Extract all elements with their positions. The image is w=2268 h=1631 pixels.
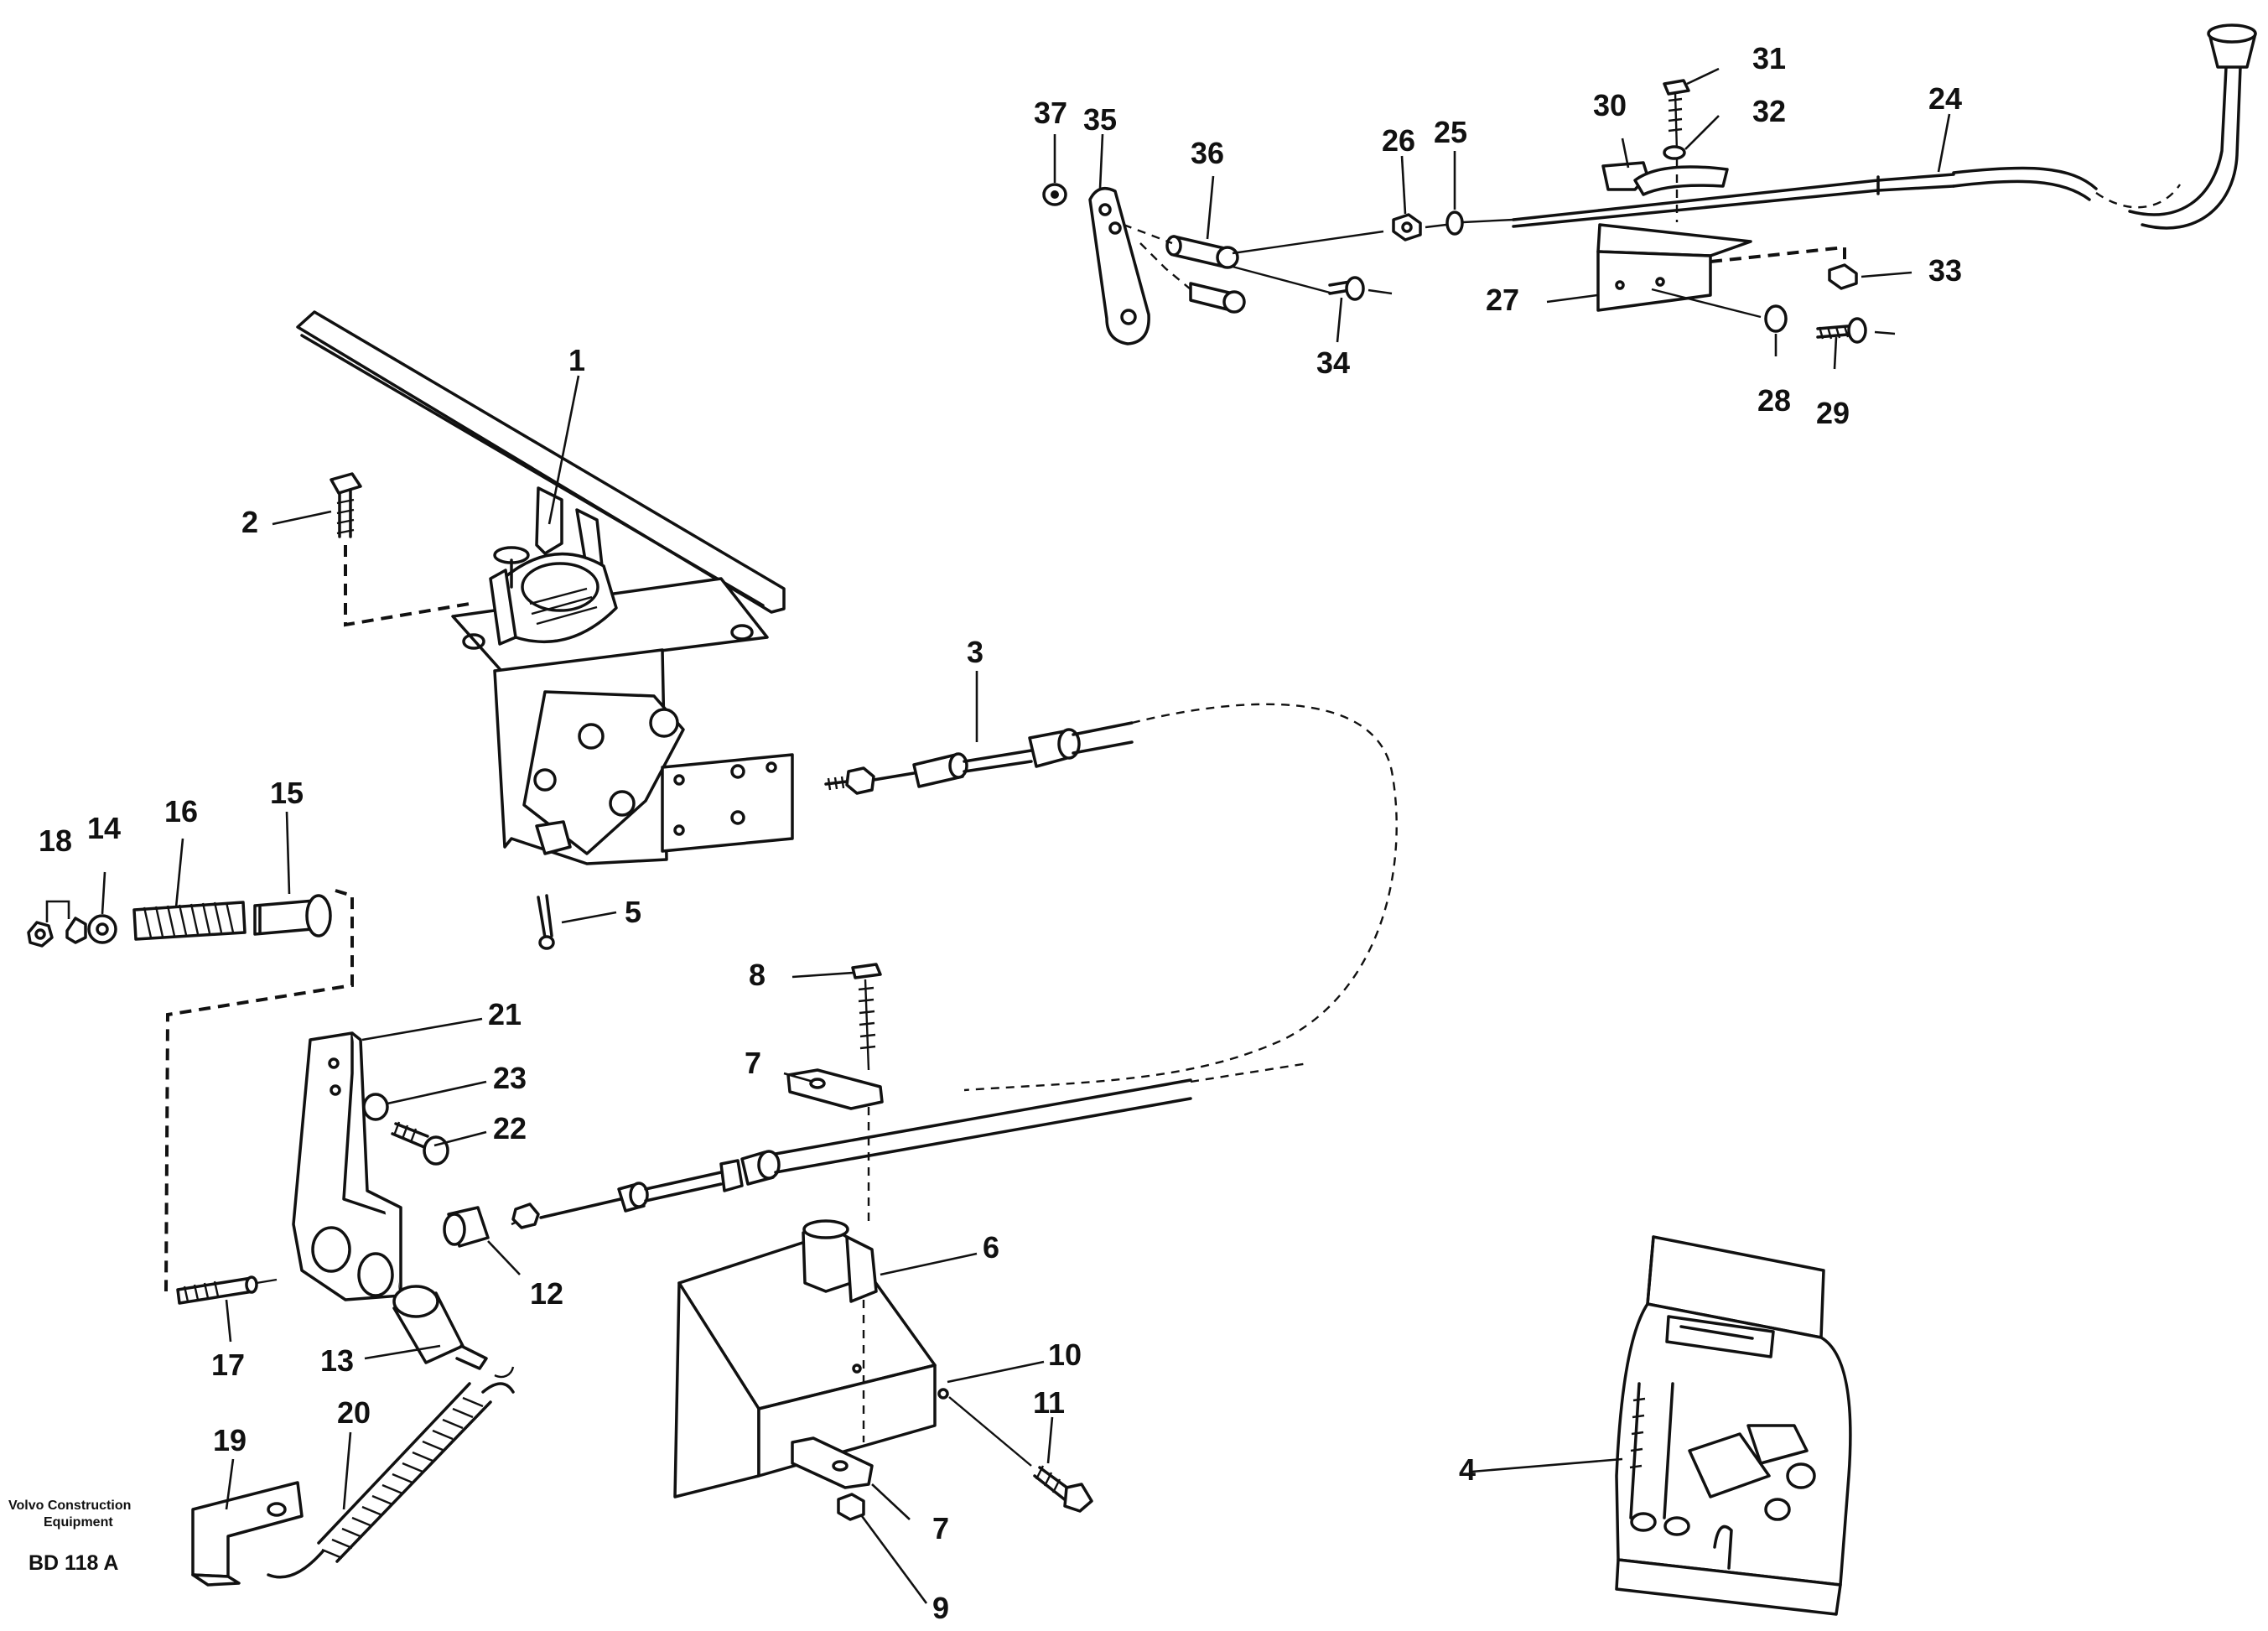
callout-24: 24 <box>1928 81 1962 116</box>
callout-7-upper: 7 <box>745 1046 761 1080</box>
callout-20: 20 <box>337 1395 371 1430</box>
callout-7-lower: 7 <box>932 1511 949 1545</box>
callout-6: 6 <box>983 1230 999 1265</box>
callout-2: 2 <box>241 505 258 539</box>
callout-12: 12 <box>530 1276 563 1311</box>
callout-13: 13 <box>320 1343 354 1378</box>
callout-30: 30 <box>1593 88 1627 122</box>
callout-25: 25 <box>1434 115 1467 149</box>
callout-4: 4 <box>1459 1452 1476 1487</box>
callout-32: 32 <box>1752 94 1786 128</box>
callout-28: 28 <box>1757 383 1791 418</box>
callout-29: 29 <box>1816 396 1850 430</box>
callout-35: 35 <box>1083 102 1117 137</box>
callout-19: 19 <box>213 1423 247 1457</box>
callout-34: 34 <box>1316 345 1350 380</box>
hand-throttle-cable <box>1512 23 2257 230</box>
callout-23: 23 <box>493 1061 527 1095</box>
callout-17: 17 <box>211 1348 245 1382</box>
bolt-2 <box>330 472 470 627</box>
spring-bracket <box>191 1382 515 1587</box>
callout-18: 18 <box>39 823 72 858</box>
callout-11: 11 <box>1033 1385 1065 1420</box>
callout-22: 22 <box>493 1111 527 1145</box>
stud-17 <box>176 1275 278 1305</box>
callout-27: 27 <box>1486 283 1519 317</box>
sleeve-and-pin <box>392 1206 515 1379</box>
callout-15: 15 <box>270 776 304 810</box>
cotter-pin <box>537 894 555 950</box>
callout-1: 1 <box>568 343 585 377</box>
nut-pair-top <box>1392 210 1514 242</box>
lever-21 <box>292 1031 449 1301</box>
document-code: BD 118 A <box>29 1551 118 1575</box>
callout-37: 37 <box>1034 96 1067 130</box>
callout-5: 5 <box>625 895 641 929</box>
callout-31: 31 <box>1752 41 1786 75</box>
publisher-stamp: Volvo Construction Equipment BD 118 A <box>8 1499 131 1575</box>
callout-36: 36 <box>1191 136 1224 170</box>
callout-labels: 1 2 3 4 5 6 7 7 8 9 10 11 12 13 14 15 16… <box>39 41 1962 1625</box>
mounting-bracket-10 <box>673 963 1093 1521</box>
callout-26: 26 <box>1382 123 1415 158</box>
callout-16: 16 <box>164 794 198 828</box>
throttle-cable <box>824 703 1398 1092</box>
spring-pin-set <box>27 889 354 1292</box>
callout-leaders <box>101 67 1951 1604</box>
lever-assembly-top <box>1042 183 1384 345</box>
bracket-assembly-top <box>1328 79 1896 344</box>
callout-14: 14 <box>87 811 121 845</box>
callout-33: 33 <box>1928 253 1962 288</box>
throttle-cable-lower <box>511 1062 1309 1229</box>
callout-9: 9 <box>932 1591 949 1625</box>
callout-3: 3 <box>967 635 983 669</box>
mounting-kit-bag <box>1615 1235 1852 1616</box>
callout-10: 10 <box>1048 1338 1082 1372</box>
publisher-line-1: Volvo Construction <box>8 1499 131 1513</box>
accelerator-pedal <box>296 310 794 865</box>
publisher-line-2: Equipment <box>44 1515 113 1530</box>
callout-8: 8 <box>749 958 766 992</box>
callout-21: 21 <box>488 997 522 1031</box>
